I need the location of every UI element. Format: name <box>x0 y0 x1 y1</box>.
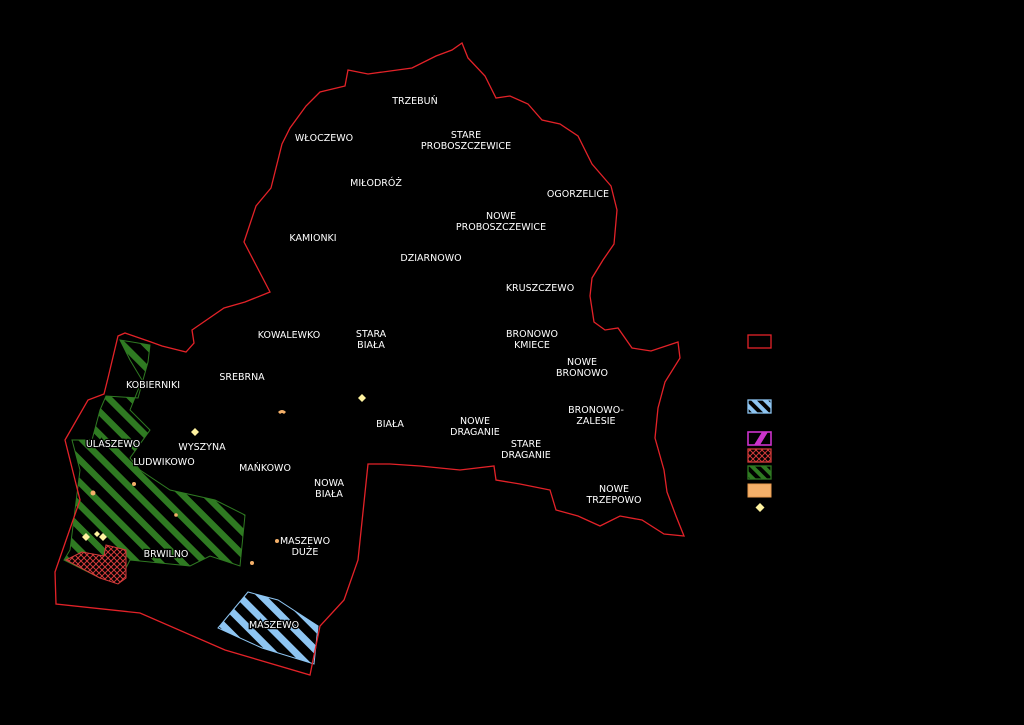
place-label-line: PROBOSZCZEWICE <box>456 222 546 233</box>
place-label-line: BRONOWO- <box>568 405 624 416</box>
place-label-line: KOBIERNIKI <box>126 380 180 391</box>
place-label-kowalewko: KOWALEWKO <box>258 330 320 341</box>
place-label-biala: BIAŁA <box>376 419 404 430</box>
place-label-dziarnowo: DZIARNOWO <box>400 253 461 264</box>
place-label-line: KAMIONKI <box>289 233 336 244</box>
place-label-line: NOWE <box>460 416 490 427</box>
place-label-line: STARE <box>511 439 541 450</box>
place-label-line: DRAGANIE <box>501 450 551 461</box>
place-label-milodroz: MIŁODRÓŻ <box>350 177 402 189</box>
place-label-bronowo-zalesie: BRONOWO-ZALESIE <box>568 405 624 427</box>
place-label-ogorzelice: OGORZELICE <box>547 189 609 200</box>
place-label-line: TRZEBUŃ <box>391 95 438 107</box>
place-label-line: DUŻE <box>292 547 319 558</box>
place-label-line: SREBRNA <box>219 372 265 383</box>
legend-blue-swatch <box>747 399 772 414</box>
place-label-line: BIAŁA <box>357 340 385 351</box>
place-label-kruszczewo: KRUSZCZEWO <box>506 283 574 294</box>
place-label-line: OGORZELICE <box>547 189 609 200</box>
place-label-ulaszewo: ULASZEWO <box>86 439 140 450</box>
legend-cross-swatch <box>747 448 772 463</box>
place-label-line: LUDWIKOWO <box>133 457 194 468</box>
place-label-trzebun: TRZEBUŃ <box>391 95 438 107</box>
place-label-line: DZIARNOWO <box>400 253 461 264</box>
place-label-line: KMIECE <box>514 340 550 351</box>
place-label-line: WŁOCZEWO <box>295 133 353 144</box>
legend-diamond-swatch <box>755 503 765 512</box>
place-label-line: WYSZYNA <box>178 442 226 453</box>
place-label-line: BRONOWO <box>556 368 608 379</box>
place-label-wloczewo: WŁOCZEWO <box>295 133 353 144</box>
cross-hatch-area <box>64 544 127 585</box>
place-label-line: BIAŁA <box>376 419 404 430</box>
place-label-line: DRAGANIE <box>450 427 500 438</box>
legend-green-swatch <box>747 465 772 480</box>
place-label-line: BIAŁA <box>315 489 343 500</box>
map-legend <box>747 334 772 512</box>
municipality-boundary <box>54 41 686 676</box>
forest-area <box>63 339 246 581</box>
place-label-line: MASZEWO <box>249 620 299 631</box>
place-label-line: NOWA <box>314 478 344 489</box>
place-label-maszewo: MASZEWO <box>249 620 299 631</box>
place-label-line: TRZEPOWO <box>586 495 642 506</box>
place-label-line: PROBOSZCZEWICE <box>421 141 511 152</box>
diamond-markers <box>82 394 366 541</box>
place-label-line: BRWILNO <box>144 549 189 560</box>
place-label-line: ULASZEWO <box>86 439 140 450</box>
place-label-line: ZALESIE <box>576 416 615 427</box>
place-label-line: NOWE <box>599 484 629 495</box>
place-label-line: KOWALEWKO <box>258 330 320 341</box>
place-label-brwilno: BRWILNO <box>144 549 189 560</box>
place-label-line: MAŃKOWO <box>239 462 291 474</box>
place-label-line: NOWE <box>567 357 597 368</box>
place-label-kobierniki: KOBIERNIKI <box>126 380 180 391</box>
place-label-line: MIŁODRÓŻ <box>350 177 402 189</box>
place-label-line: NOWE <box>486 211 516 222</box>
place-label-ludwikowo: LUDWIKOWO <box>133 457 194 468</box>
place-label-line: MASZEWO <box>280 536 330 547</box>
place-label-line: STARE <box>451 130 481 141</box>
place-label-kamionki: KAMIONKI <box>289 233 336 244</box>
place-label-line: KRUSZCZEWO <box>506 283 574 294</box>
place-label-mankowo: MAŃKOWO <box>239 462 291 474</box>
place-label-wyszyna: WYSZYNA <box>178 442 226 453</box>
legend-magenta-stripe <box>754 432 768 445</box>
legend-orange-swatch <box>747 483 772 498</box>
blue-protected-area <box>217 591 319 665</box>
place-label-srebrna: SREBRNA <box>219 372 265 383</box>
legend-boundary-swatch <box>747 334 772 349</box>
orange-areas <box>90 410 286 565</box>
place-label-line: STARA <box>356 329 387 340</box>
place-label-line: BRONOWO <box>506 329 558 340</box>
